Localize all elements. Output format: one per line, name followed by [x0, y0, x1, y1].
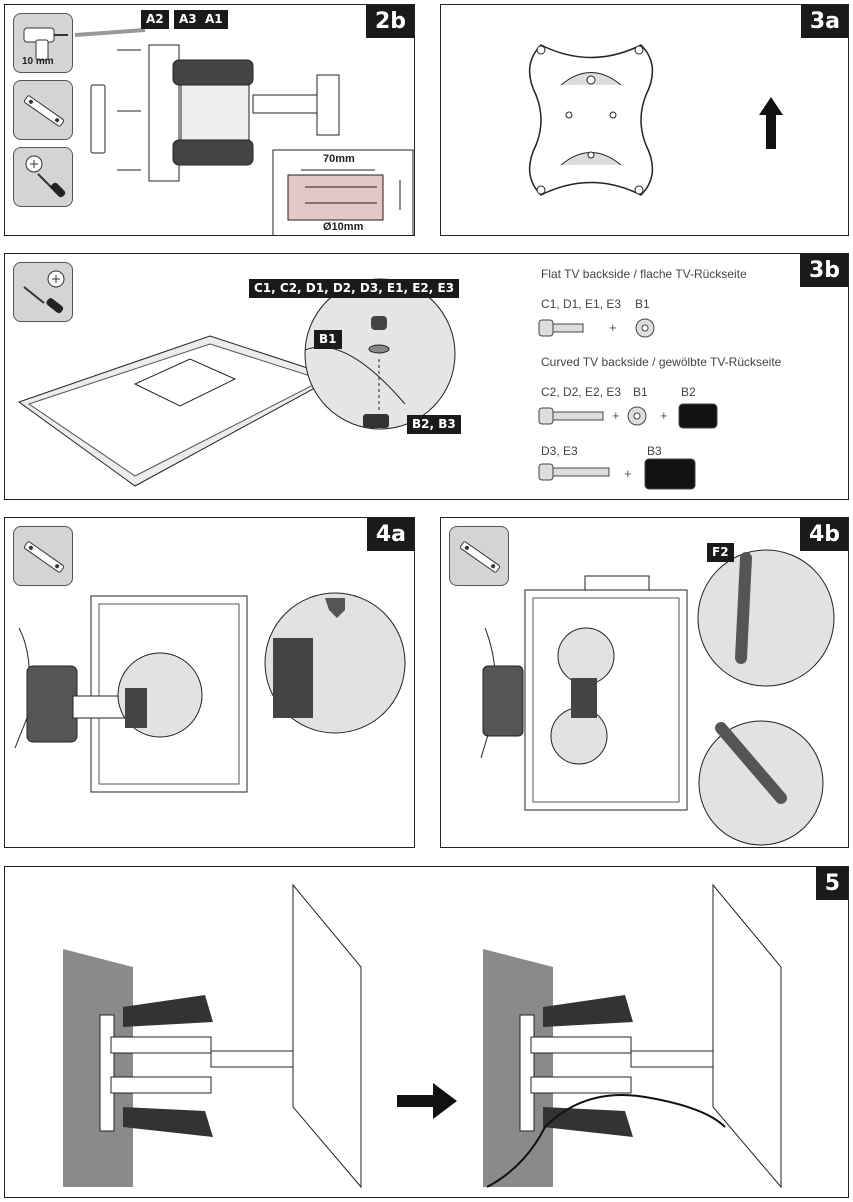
- panel-4b: 4b F2: [440, 517, 849, 848]
- wrench-icon: [23, 541, 65, 573]
- panel-5: 5: [4, 866, 849, 1198]
- depth-label: 70mm: [323, 153, 355, 165]
- lever-mount-drawing: [480, 549, 835, 846]
- flat-screw-label: C1, D1, E1, E3: [541, 297, 622, 311]
- flat-washer-label: B1: [635, 297, 650, 311]
- wall-bracket-drawing: [74, 28, 414, 235]
- wrench-icon: [459, 541, 501, 573]
- step-badge-4b: 4b: [799, 518, 848, 551]
- curved-spacer-label: B2: [681, 385, 696, 399]
- screw-tag: C1, C2, D1, D2, D3, E1, E2, E3: [249, 279, 460, 299]
- tv-mount-drawing: [14, 592, 406, 793]
- wrench-icon: [23, 95, 65, 127]
- wrench-tool-tile-4a: [13, 526, 73, 586]
- screwdriver-icon: [23, 270, 65, 314]
- vesa-plate-drawing: [528, 44, 654, 196]
- label-a2: A2: [141, 10, 169, 30]
- long-screw-label: D3, E3: [541, 444, 578, 458]
- drill-tool-tile: 10 mm: [13, 13, 73, 73]
- step-badge-4a: 4a: [366, 518, 414, 551]
- washer-tag: B1: [314, 330, 342, 350]
- lever-tag: F2: [707, 543, 734, 563]
- hardware-drawing: [538, 318, 718, 490]
- drill-icon: [23, 27, 68, 61]
- screwdriver-tool-tile-3b: [13, 262, 73, 322]
- screwdriver-icon: [25, 155, 66, 198]
- drill-bit-label: 10 mm: [22, 56, 54, 67]
- panel-3a: 3a: [440, 4, 849, 236]
- curved-title: Curved TV backside / gewölbte TV-Rücksei…: [541, 355, 782, 369]
- spacer-tag: B2, B3: [407, 415, 461, 435]
- step-badge-3b: 3b: [799, 254, 848, 287]
- curved-washer-label: B1: [633, 385, 648, 399]
- step-badge-3a: 3a: [800, 5, 848, 38]
- plus-sign: +: [612, 408, 620, 423]
- tv-backside-drawing: [17, 278, 456, 487]
- label-a3: A3: [174, 10, 202, 30]
- arrow-up-icon: [759, 97, 783, 149]
- label-a1: A1: [200, 10, 228, 30]
- arrow-right-icon: [397, 1083, 457, 1119]
- screwdriver-tool-tile: [13, 147, 73, 207]
- plus-sign: +: [609, 320, 617, 335]
- flat-title: Flat TV backside / flache TV-Rückseite: [541, 267, 747, 281]
- plus-sign: +: [660, 408, 668, 423]
- tilt-adjust-drawing: [63, 883, 782, 1189]
- curved-screw-label: C2, D2, E2, E3: [541, 385, 622, 399]
- step-badge-2b: 2b: [365, 5, 414, 38]
- plus-sign: +: [624, 466, 632, 481]
- panel-4a: 4a: [4, 517, 415, 848]
- wrench-tool-tile: [13, 80, 73, 140]
- panel-3b: 3b C1, C2, D1, D2, D3, E1, E2, E3 B1 B2,…: [4, 253, 849, 500]
- step-badge-5: 5: [815, 867, 848, 900]
- wrench-tool-tile-4b: [449, 526, 509, 586]
- diameter-label: Ø10mm: [323, 221, 364, 233]
- long-spacer-label: B3: [647, 444, 662, 458]
- panel-2b: 2b 10 mm: [4, 4, 415, 236]
